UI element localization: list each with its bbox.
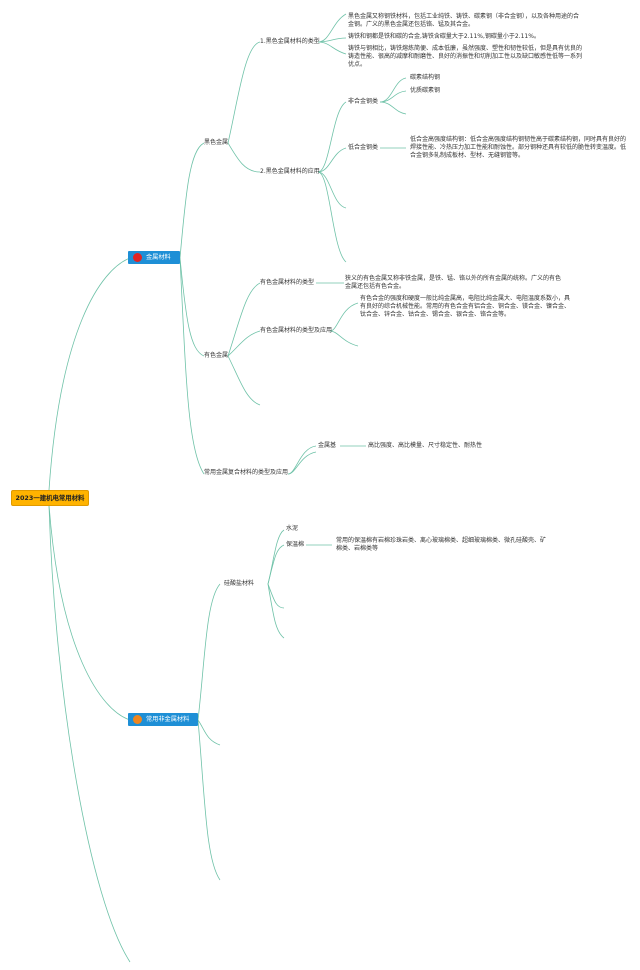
node-low-alloy-steel[interactable]: 低合金钢类 — [348, 144, 379, 151]
node-ferrous-types[interactable]: 1.黑色金属材料的类型 — [260, 38, 320, 45]
note-ferrous-definition: 黑色金属又称钢铁材料，包括工业纯铁、铸铁、碳素钢（非合金钢），以及各种用途的合金… — [348, 13, 580, 28]
red-dot-icon — [133, 253, 142, 262]
connector-lines — [48, 13, 407, 963]
note-cast-iron-vs-steel: 铸铁与钢相比，铸铁熔炼简便、成本低廉，虽然强度、塑性和韧性较低，但是具有优良的铸… — [348, 45, 583, 68]
note-insulation-wool: 常用的保温棉有岩棉珍珠岩类、离心玻璃棉类、超细玻璃棉类、微孔硅酸壳、矿棉类、岩棉… — [336, 537, 547, 552]
note-nonferrous-alloys: 有色合金的强度和硬度一般比纯金属高，电阻比纯金属大、电阻温度系数小，具有良好的综… — [360, 295, 571, 318]
node-insulation-wool[interactable]: 保温棉 — [286, 541, 305, 548]
node-silicate[interactable]: 硅酸盐材料 — [224, 580, 255, 587]
note-iron-steel-carbon: 铸铁和钢都是铁和碳的合金,铸铁含碳量大于2.11%,钢碳量小于2.11%。 — [348, 33, 540, 40]
main-node-nonmetal[interactable]: 常用非金属材料 — [128, 713, 198, 726]
node-non-alloy-steel[interactable]: 非合金钢类 — [348, 98, 379, 105]
node-cement[interactable]: 水泥 — [286, 525, 299, 532]
main-node-nonmetal-label: 常用非金属材料 — [146, 716, 190, 723]
root-node[interactable]: 2023一建机电常用材料 — [11, 490, 89, 506]
node-metal-composite[interactable]: 常用金属复合材料的类型及应用 — [204, 469, 289, 476]
orange-dot-icon — [133, 715, 142, 724]
node-nonferrous-types[interactable]: 有色金属材料的类型 — [260, 279, 315, 286]
node-carbon-structural-steel[interactable]: 碳素结构钢 — [410, 74, 441, 81]
note-low-alloy-steel: 低合金高强度结构钢：低合金高强度结构钢韧性高于碳素结构钢，同时具有良好的焊接性能… — [410, 136, 627, 159]
note-nonferrous-definition: 狭义的有色金属又称非铁金属，是铁、锰、铬以外的所有金属的统称。广义的有色金属还包… — [345, 275, 562, 290]
note-metal-base: 高比强度、高比模量、尺寸稳定性、耐热性 — [368, 442, 483, 449]
node-quality-carbon-steel[interactable]: 优质碳素钢 — [410, 87, 441, 94]
main-node-metal[interactable]: 金属材料 — [128, 251, 180, 264]
node-nonferrous[interactable]: 有色金属 — [204, 352, 229, 359]
node-nonferrous-apps[interactable]: 有色金属材料的类型及应用 — [260, 327, 333, 334]
node-ferrous-apps[interactable]: 2.黑色金属材料的应用 — [260, 168, 320, 175]
node-metal-base[interactable]: 金属基 — [318, 442, 337, 449]
node-ferrous[interactable]: 黑色金属 — [204, 139, 229, 146]
main-node-metal-label: 金属材料 — [146, 254, 171, 261]
